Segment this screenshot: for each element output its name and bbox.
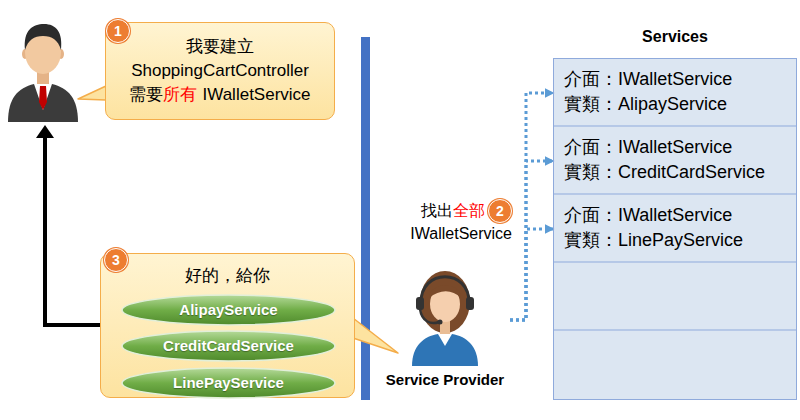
node-text: 實類：AlipayService [564,94,727,114]
table-row-line [553,262,797,263]
node-text: 所有 [163,85,197,104]
node-text: AlipayService [179,301,277,318]
text-holder: CreditCardService [163,334,294,358]
hair [25,24,62,50]
tie [39,86,47,110]
text-line: 好的，給你 [185,264,270,288]
pill-ellipse [122,368,335,398]
annotation-text: 找出 [421,201,453,222]
text-holder: 介面：IWalletService 實類：AlipayService [564,67,786,117]
service-pill: LinePayService [121,367,336,399]
node-text: 介面：IWalletService [564,205,732,225]
text-line: CreditCardService [163,334,294,358]
text-line: 介面：IWalletService [564,67,732,92]
service-row: 介面：IWalletService 實類：LinePayService [554,195,796,263]
text-holder: LinePayService [173,371,284,395]
text-line: AlipayService [179,298,277,322]
text-holder: 我要建立 ShoppingCartController 需要所有 IWalletSer… [116,35,324,106]
headset-ear [416,297,424,310]
node-text: CreditCardService [163,337,294,354]
bubble-tail [353,318,398,353]
bubble-tail [78,86,106,100]
text-line: 需要所有 IWalletService [129,83,310,107]
text-line: 介面：IWalletService [564,135,732,160]
service-provider: Service Provider [380,268,510,388]
node-text: IWalletService [203,85,311,104]
node-text: 我要建立 [186,37,254,56]
return-arrow-head [36,125,54,138]
annotation-text: 全部 [453,201,485,222]
text-holder: 介面：IWalletService 實類：CreditCardService [564,135,786,185]
role-label: Service Provider [386,371,504,388]
callout-number: 2 [488,199,512,223]
table-row-line [553,126,797,127]
pill-ellipse [122,295,335,325]
node-text: 介面：IWalletService [564,137,732,157]
dotted-connector [510,229,554,320]
callout-number: 1 [106,19,130,43]
divider-bar [361,37,370,400]
annotation-text: IWalletService [410,225,512,243]
text-holder: AlipayService [179,298,277,322]
text-line: 介面：IWalletService [564,203,732,228]
suit [8,84,78,122]
shirt [34,84,52,110]
node-text: 好的，給你 [185,266,270,285]
services-table-fill [553,58,797,400]
dotted-connector [510,161,554,320]
face [430,286,460,322]
headset-mic-tip [438,320,443,325]
headset-mic [420,309,439,323]
text-line: Services [642,28,708,46]
table-ground [553,58,797,400]
text-line: 實類：LinePayService [564,228,743,253]
node-text: 需要 [129,85,163,104]
service-pill: AlipayService [121,294,336,326]
node-text: 實類：CreditCardService [564,162,765,182]
text-line: LinePayService [173,371,284,395]
table-heading: Services [554,28,796,46]
text-holder: 介面：IWalletService 實類：LinePayService [564,203,786,253]
body [412,334,478,366]
text-line: ShoppingCartController [131,59,309,83]
node-text: ShoppingCartController [131,61,309,80]
headset-band [421,277,469,303]
node-text: 介面：IWalletService [564,69,732,89]
table-row-line [553,194,797,195]
pill-ellipse [122,331,335,361]
dotted-connector [510,93,554,320]
node-text: 實類：LinePayService [564,230,743,250]
headset-ear [466,297,474,310]
services-table: Services介面：IWalletService實類：AlipayServic… [553,58,797,400]
node-text: LinePayService [173,374,284,391]
text-holder: Service Provider [380,371,510,388]
text-line: 我要建立 [186,35,254,59]
businessman-icon [8,24,78,122]
speech-bubble: 好的，給你 AlipayServiceCreditCardServiceLineP… [100,253,355,398]
table-row-line [553,330,797,331]
service-pill: CreditCardService [121,330,336,362]
collar [438,334,452,346]
return-arrow [36,125,100,325]
speech-bubble: 我要建立 ShoppingCartController 需要所有 IWalletSer… [105,22,335,120]
text-line: 實類：CreditCardService [564,160,765,185]
text-line: 實類：AlipayService [564,92,727,117]
service-row: 介面：IWalletService 實類：AlipayService [554,59,796,127]
service-row: 介面：IWalletService 實類：CreditCardService [554,127,796,195]
return-arrow-line [45,136,100,325]
service-provider-icon [412,271,478,366]
bangs [429,285,461,298]
text-holder: 好的，給你 [111,264,344,288]
table-title: Services [642,28,708,45]
text-line: Service Provider [386,371,504,388]
callout-number: 3 [104,248,128,272]
